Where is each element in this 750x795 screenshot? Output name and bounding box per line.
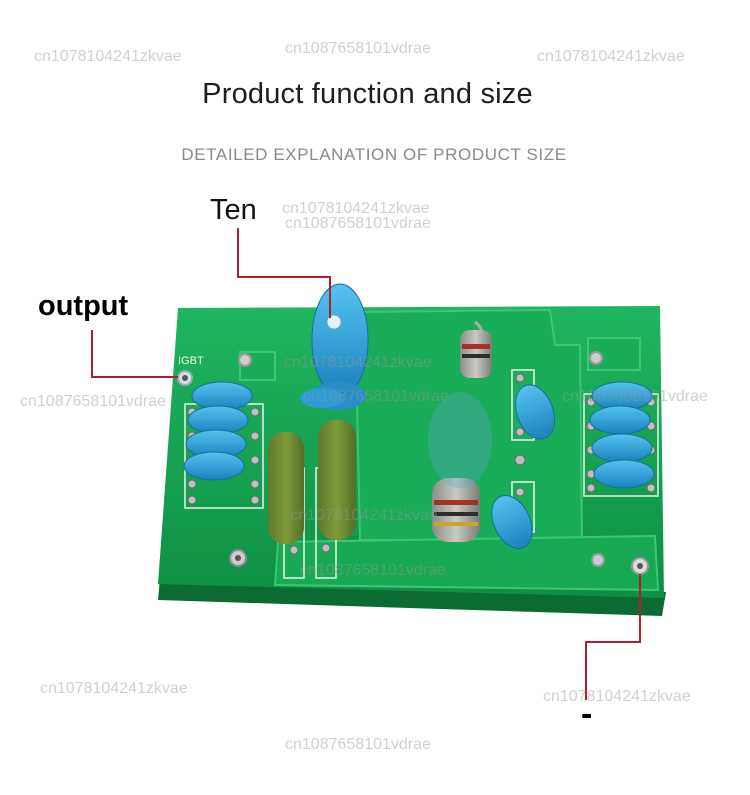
middle-capacitor-top	[515, 384, 555, 440]
callout-label-ten: Ten	[210, 194, 257, 226]
page-title: Product function and size	[202, 78, 533, 110]
film-capacitors	[268, 420, 356, 544]
resistor-bottom	[432, 478, 480, 542]
callout-line-output	[91, 330, 178, 378]
resistor-top	[460, 320, 492, 378]
callout-label-minus: -	[581, 695, 593, 733]
callout-line-ten	[237, 228, 331, 318]
callout-lines	[91, 228, 641, 700]
watermark: cn1087658101vdrae	[20, 393, 166, 410]
callout-line-minus	[585, 574, 641, 700]
page-subtitle: DETAILED EXPLANATION OF PRODUCT SIZE	[181, 145, 567, 164]
watermark: cn1087658101vdrae	[285, 736, 431, 753]
igbt-silkscreen-label: IGBT	[178, 355, 204, 367]
watermark: cn1087658101vdrae	[303, 388, 449, 405]
left-capacitor-stack	[183, 381, 253, 481]
watermark: cn1078104241zkvae	[290, 507, 438, 524]
right-capacitor-stack	[589, 381, 655, 489]
watermark: cn1078104241zkvae	[282, 200, 430, 217]
watermark: cn1087658101vdrae	[300, 562, 446, 579]
watermark: cn1087658101vdrae	[285, 215, 431, 232]
watermark: cn1078104241zkvae	[537, 48, 685, 65]
watermark: cn1078104241zkvae	[284, 354, 432, 371]
watermark: cn1078104241zkvae	[543, 688, 691, 705]
watermark: cn1078104241zkvae	[34, 48, 182, 65]
callout-label-output: output	[38, 290, 129, 322]
middle-capacitor-bottom	[491, 495, 533, 549]
watermark: cn1087658101vdrae	[285, 40, 431, 57]
watermark: cn1087658101vdrae	[562, 388, 708, 405]
watermark: cn1078104241zkvae	[40, 680, 188, 697]
